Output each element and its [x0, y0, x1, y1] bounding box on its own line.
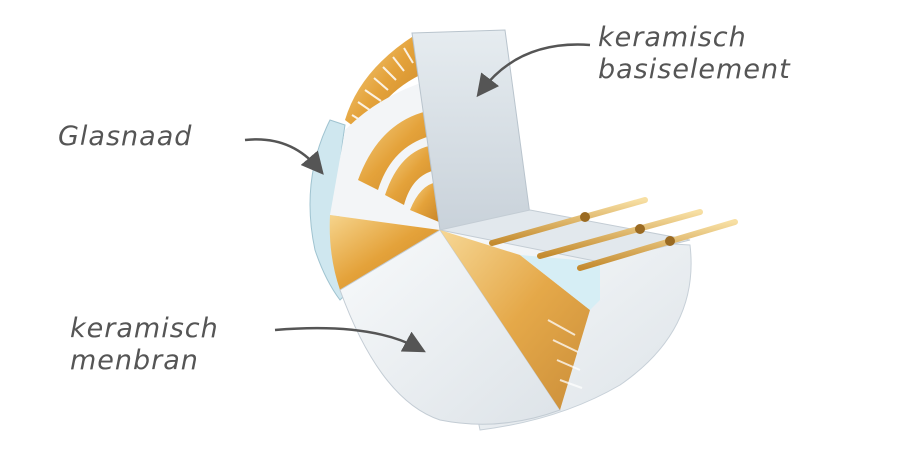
gold-cut-wedge-left	[329, 215, 440, 290]
pin-2	[537, 209, 703, 259]
arrow-membrane	[274, 326, 426, 353]
ceramic-membrane-disc	[339, 229, 561, 425]
gold-arc-outer	[358, 110, 434, 190]
label-line: keramisch	[598, 22, 747, 53]
comb-teeth	[351, 47, 414, 126]
label-ceramic-base-element: keramisch basiselement	[598, 22, 791, 86]
label-ceramic-membrane: keramisch menbran	[70, 313, 219, 377]
gold-arc-inner	[410, 182, 439, 222]
label-line: menbran	[70, 345, 199, 376]
gold-arc-middle	[385, 145, 436, 205]
label-line: basiselement	[598, 54, 791, 85]
arrow-base-element	[476, 43, 591, 98]
connector-pins	[489, 197, 738, 271]
gold-cut-wedge-right	[440, 230, 590, 410]
pin-1	[489, 197, 648, 246]
label-glass-seam: Glasnaad	[58, 121, 193, 152]
arrow-glass-seam	[244, 138, 324, 175]
label-line: keramisch	[70, 313, 219, 344]
pin-3	[577, 219, 738, 271]
comb-teeth-right	[547, 319, 583, 389]
